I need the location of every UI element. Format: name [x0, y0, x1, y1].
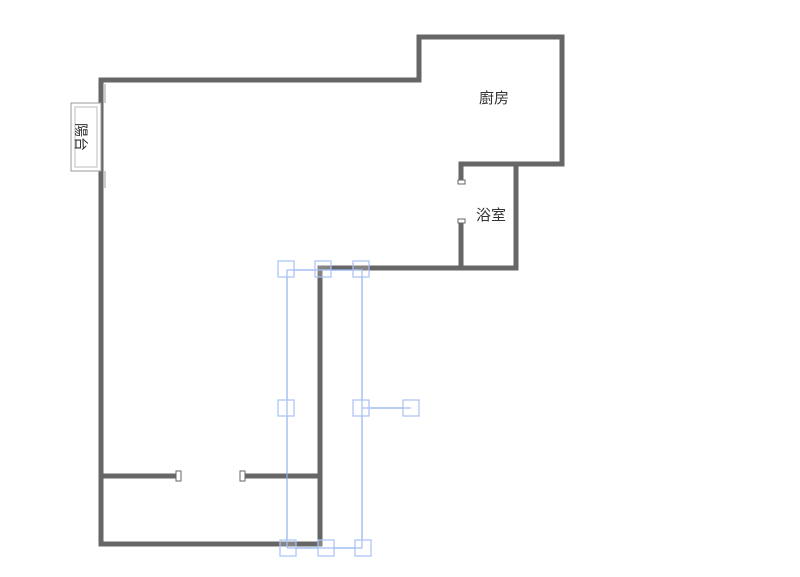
door-end-marker	[175, 470, 182, 482]
rotate-handle[interactable]	[402, 399, 420, 417]
balcony[interactable]: 陽台	[70, 84, 106, 188]
room-label-kitchen: 廚房	[479, 89, 509, 107]
selection-handle[interactable]	[314, 260, 332, 278]
door-end-marker	[457, 218, 466, 224]
outer-walls[interactable]	[98, 34, 565, 547]
door-end-marker	[239, 470, 246, 482]
wall-selection[interactable]	[277, 260, 420, 557]
interior-wall-bottom[interactable]	[98, 470, 323, 482]
door-end-marker	[457, 179, 466, 185]
room-label-bathroom: 浴室	[476, 206, 506, 224]
bathroom-walls[interactable]	[457, 161, 519, 271]
selection-handle[interactable]	[352, 260, 370, 278]
selection-handle[interactable]	[277, 260, 295, 278]
room-label-balcony: 陽台	[72, 123, 88, 151]
selection-handle[interactable]	[279, 539, 297, 557]
selection-handle[interactable]	[354, 539, 372, 557]
selection-handle[interactable]	[277, 399, 295, 417]
selection-handle[interactable]	[317, 539, 335, 557]
selection-handle[interactable]	[352, 399, 370, 417]
